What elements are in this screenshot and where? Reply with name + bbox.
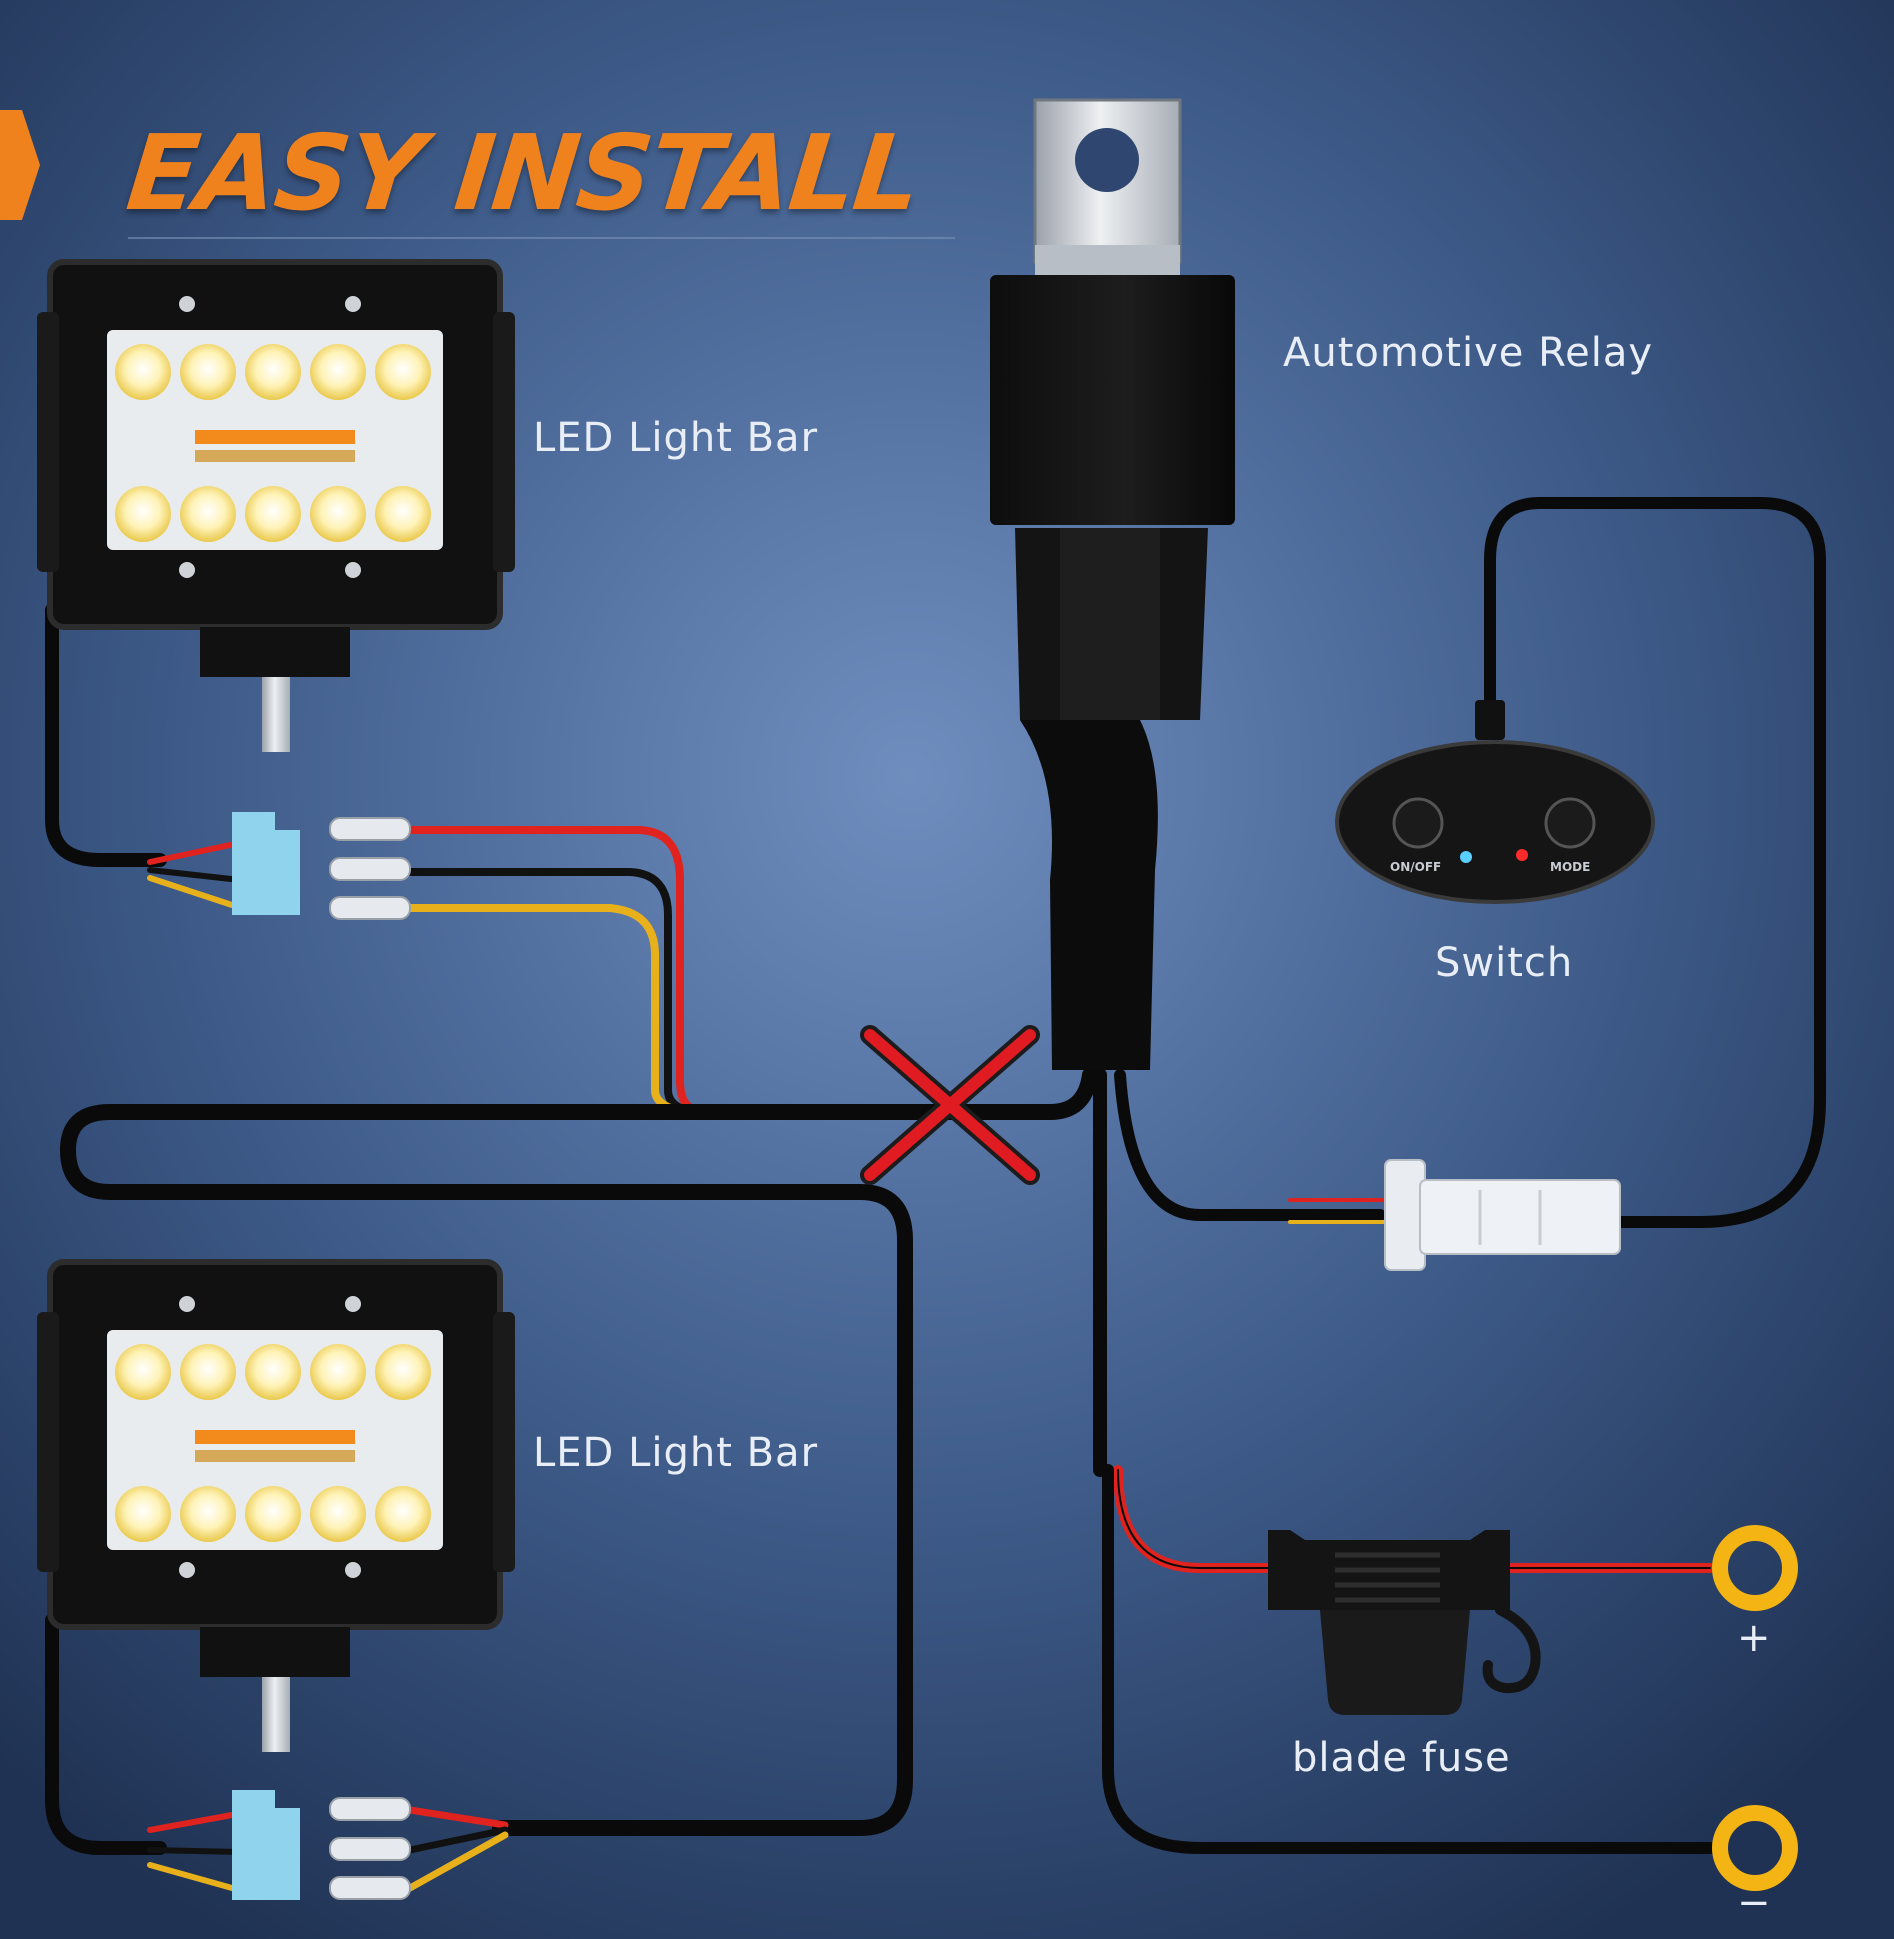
relay-tab-base bbox=[1035, 245, 1180, 277]
screw-icon bbox=[345, 296, 361, 312]
wire-bottom-red-lead bbox=[147, 1812, 235, 1833]
amber-led-strip bbox=[195, 430, 355, 444]
negative-ring-terminal bbox=[1712, 1805, 1798, 1891]
label-blade-fuse: blade fuse bbox=[1292, 1735, 1511, 1781]
top-bar-connectors bbox=[232, 812, 411, 920]
blade-fuse-holder bbox=[1268, 1530, 1541, 1715]
switch-on-off-text: ON/OFF bbox=[1390, 860, 1441, 874]
screw-icon bbox=[345, 1296, 361, 1312]
led-row bbox=[115, 1344, 431, 1542]
screw-icon bbox=[179, 296, 195, 312]
screw-icon bbox=[345, 562, 361, 578]
wire-bottom-bar-cable bbox=[45, 1613, 167, 1855]
wires bbox=[45, 497, 1826, 1892]
wire-top-black-lead bbox=[147, 867, 243, 883]
wire-switch-cable bbox=[1484, 497, 1826, 1228]
light-bar-mount bbox=[200, 1627, 350, 1677]
screw-icon bbox=[179, 562, 195, 578]
relay-body bbox=[990, 275, 1235, 525]
mount-bolt bbox=[262, 1677, 290, 1752]
positive-ring-terminal bbox=[1712, 1525, 1798, 1611]
wire-bottom-yellow-lead bbox=[147, 1862, 235, 1891]
switch-on-off-button[interactable] bbox=[1392, 797, 1444, 849]
light-bar-side-fin bbox=[37, 1312, 59, 1572]
switch-mode-button[interactable] bbox=[1544, 797, 1596, 849]
label-switch: Switch bbox=[1435, 940, 1574, 986]
screw-icon bbox=[345, 1562, 361, 1578]
light-bar-side-fin bbox=[493, 312, 515, 572]
switch-device: ON/OFF MODE bbox=[1335, 700, 1655, 904]
screw-icon bbox=[179, 1562, 195, 1578]
led-light-bar-top bbox=[37, 259, 515, 752]
amber-led-strip bbox=[195, 450, 355, 462]
label-led-light-bar-bottom: LED Light Bar bbox=[533, 1430, 819, 1476]
wire-top-red-lead bbox=[147, 842, 233, 865]
switch-harness-connector bbox=[1384, 1159, 1621, 1271]
wire-bottom-black-lead bbox=[147, 1847, 243, 1855]
wire-loop-to-bottom-bar bbox=[60, 1104, 913, 1836]
wire-top-yellow-lead bbox=[147, 875, 235, 908]
led-row bbox=[115, 344, 431, 542]
switch-mode-text: MODE bbox=[1550, 860, 1590, 874]
switch-cable-entry bbox=[1475, 700, 1505, 740]
light-bar-side-fin bbox=[493, 1312, 515, 1572]
light-bar-mount bbox=[200, 627, 350, 677]
wire-relay-to-connector bbox=[1114, 1069, 1386, 1221]
blue-spade-connector bbox=[232, 1790, 300, 1900]
mount-bolt bbox=[262, 677, 290, 752]
female-terminal bbox=[329, 1876, 411, 1900]
switch-housing bbox=[1335, 740, 1655, 904]
amber-led-strip bbox=[195, 1450, 355, 1462]
female-terminal bbox=[329, 817, 411, 841]
blue-indicator-icon bbox=[1460, 851, 1472, 863]
wire-harness-black-bottom bbox=[406, 1826, 509, 1854]
light-bar-side-fin bbox=[37, 312, 59, 572]
relay-boot bbox=[1020, 720, 1158, 1070]
orange-arrow-icon bbox=[0, 110, 40, 220]
female-terminal bbox=[329, 857, 411, 881]
wire-negative-black bbox=[1102, 1464, 1716, 1854]
label-negative: − bbox=[1737, 1880, 1772, 1926]
relay-mount-hole bbox=[1075, 128, 1139, 192]
red-indicator-icon bbox=[1516, 849, 1528, 861]
amber-led-strip bbox=[195, 1430, 355, 1444]
blue-spade-connector bbox=[232, 812, 300, 915]
bottom-bar-connectors bbox=[232, 1790, 411, 1900]
label-positive: + bbox=[1737, 1615, 1772, 1661]
led-light-bar-bottom bbox=[37, 1259, 515, 1752]
relay-socket-highlight bbox=[1060, 528, 1160, 720]
screw-icon bbox=[179, 1296, 195, 1312]
wire-harness-red-bottom bbox=[406, 1806, 509, 1829]
label-led-light-bar-top: LED Light Bar bbox=[533, 415, 819, 461]
wire-main-harness bbox=[687, 1067, 1098, 1120]
label-automotive-relay: Automotive Relay bbox=[1283, 330, 1654, 376]
cross-mark-icon bbox=[860, 1025, 1040, 1185]
automotive-relay bbox=[990, 98, 1235, 1070]
female-terminal bbox=[329, 1837, 411, 1861]
page-title: EASY INSTALL bbox=[121, 112, 925, 234]
wire-harness-yellow-bottom bbox=[406, 1831, 509, 1892]
fuse-cap-strap bbox=[1482, 1605, 1541, 1694]
female-terminal bbox=[329, 1797, 411, 1821]
female-terminal bbox=[329, 896, 411, 920]
wire-top-bar-cable bbox=[45, 603, 167, 867]
fuse-holder-cap bbox=[1320, 1610, 1470, 1715]
wire-positive-outline bbox=[1117, 1469, 1711, 1569]
